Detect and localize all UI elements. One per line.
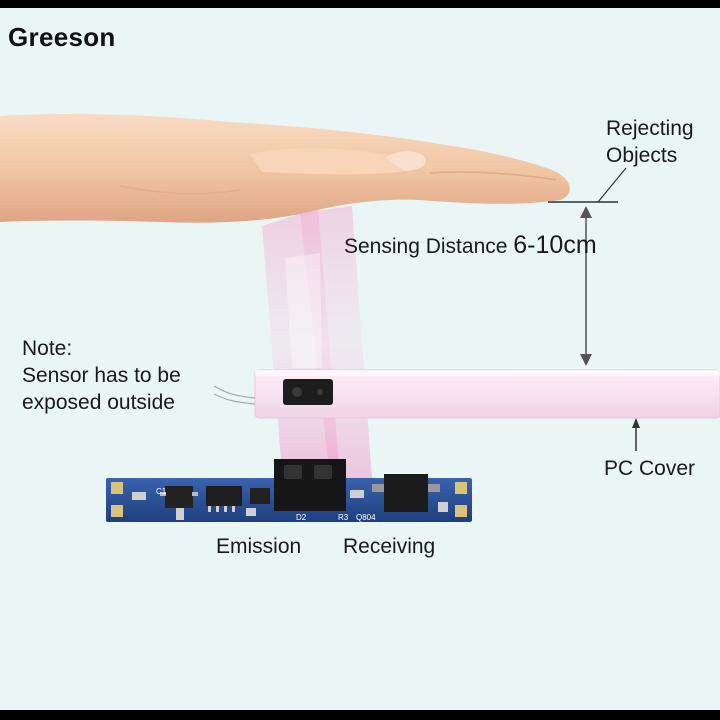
note-line2: exposed outside [22, 391, 175, 414]
pc-cover-profile [213, 369, 720, 451]
note-line1: Sensor has to be [22, 364, 181, 387]
sensor-note: Note: Sensor has to be exposed outside [22, 335, 181, 416]
silkscreen-q: Q804 [356, 513, 376, 522]
brand-logo: Greeson [8, 22, 116, 52]
receiving-label: Receiving [343, 535, 436, 558]
sensing-distance-label: Sensing Distance 6-10cm [344, 230, 597, 261]
sensing-distance-value: 6-10cm [513, 231, 597, 259]
sensing-distance-text: Sensing Distance [344, 235, 508, 258]
product-diagram: C1 D2 R3 Q804 Greeson Rejecting Objects … [0, 8, 720, 710]
emission-label: Emission [216, 535, 302, 558]
pc-cover-label: PC Cover [604, 457, 696, 480]
diagram-artwork: C1 D2 R3 Q804 [0, 114, 720, 522]
sensing-distance-arrow [580, 206, 592, 366]
silkscreen-d2: D2 [296, 513, 307, 522]
hand-illustration [0, 114, 570, 223]
sensor-window [283, 379, 333, 405]
rejecting-objects-label-line1: Rejecting [606, 117, 694, 140]
rejecting-objects-label-line2: Objects [606, 144, 678, 167]
rejecting-objects-marker [548, 167, 627, 203]
note-title: Note: [22, 337, 73, 360]
silkscreen-c1: C1 [156, 487, 167, 496]
silkscreen-r3: R3 [338, 513, 349, 522]
sensor-circuit-board: C1 D2 R3 Q804 [106, 459, 472, 522]
